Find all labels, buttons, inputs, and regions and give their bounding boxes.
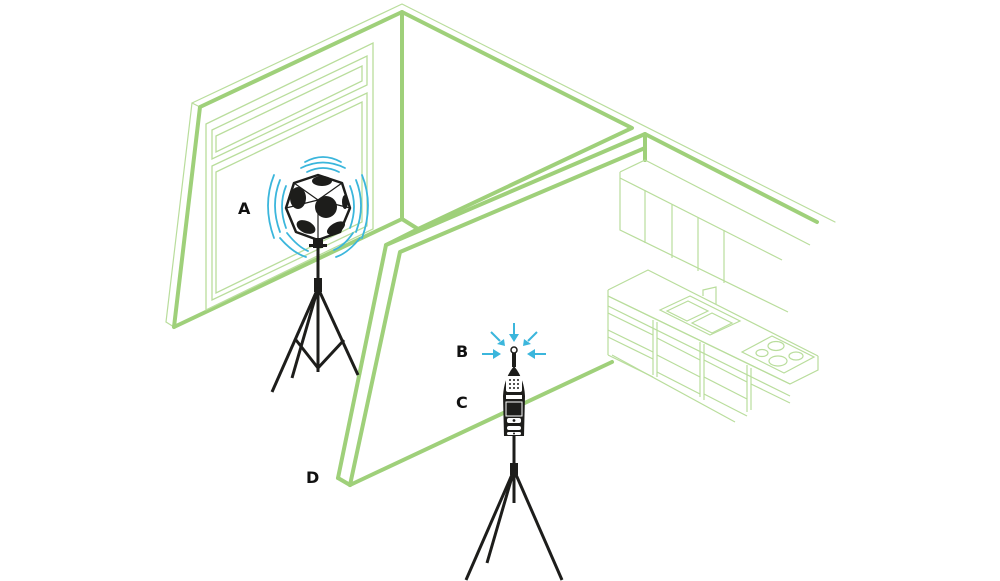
window [205, 41, 374, 312]
kitchen-counter [607, 269, 819, 385]
label-c-sound-level-meter: C [456, 393, 468, 412]
label-a-source: A [238, 199, 251, 218]
dodecahedron-loudspeaker-icon [267, 156, 369, 258]
sound-level-meter-icon [482, 323, 546, 436]
kitchen [607, 159, 819, 423]
label-d-wall: D [306, 468, 320, 487]
sound-waves [267, 156, 369, 258]
incoming-sound-arrows [482, 323, 546, 359]
room-walls [165, 3, 836, 487]
label-b-microphone: B [456, 342, 469, 361]
upper-cabinets [619, 159, 811, 313]
tripod-icon [464, 436, 564, 581]
tripod-icon [270, 248, 360, 393]
base-cabinets [607, 296, 791, 423]
